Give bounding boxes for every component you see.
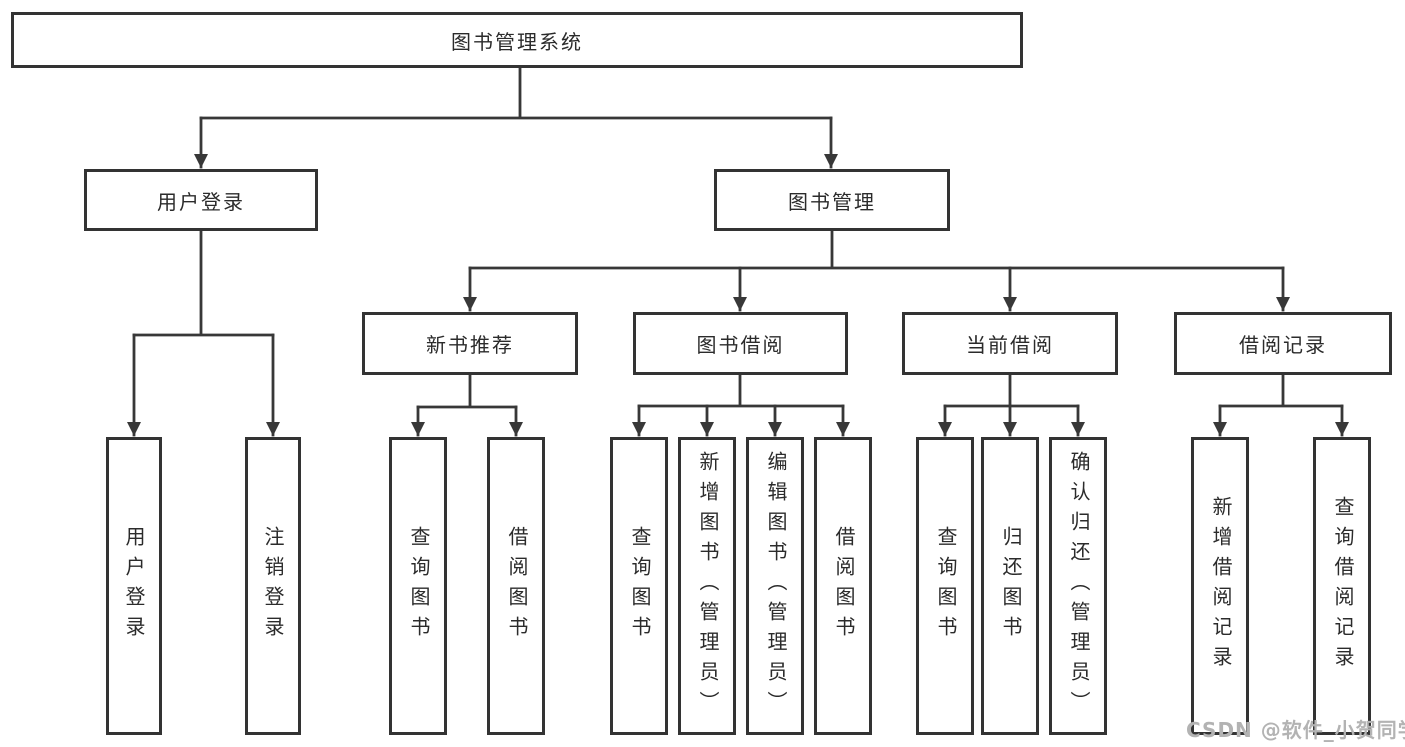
level3-rail (468, 229, 1285, 270)
leaf-bb-borrow-books: 借阅图书 (814, 437, 872, 735)
leaf-bb-edit-books-admin: 编辑图书（管理员） (746, 437, 804, 735)
level2-rail (199, 66, 833, 120)
new-book-rail (416, 373, 518, 409)
node-book-borrow: 图书借阅 (633, 312, 848, 375)
current-borrow-rail (943, 373, 1080, 408)
node-new-book-recommend: 新书推荐 (362, 312, 578, 375)
borrow-record-rail (1218, 373, 1344, 408)
leaf-nb-borrow-books: 借阅图书 (487, 437, 545, 735)
leaf-user-login: 用户登录 (106, 437, 162, 735)
leaf-logout: 注销登录 (245, 437, 301, 735)
csdn-watermark: CSDN @软件_小贺同学 (1186, 718, 1405, 742)
leaf-cb-query-books: 查询图书 (916, 437, 974, 735)
leaf-br-add-record: 新增借阅记录 (1191, 437, 1249, 735)
leaf-br-query-record: 查询借阅记录 (1313, 437, 1371, 735)
leaf-bb-query-books: 查询图书 (610, 437, 668, 735)
leaf-nb-query-books: 查询图书 (389, 437, 447, 735)
node-current-borrow: 当前借阅 (902, 312, 1118, 375)
user-login-rail (132, 229, 275, 337)
leaf-cb-confirm-return-admin: 确认归还（管理员） (1049, 437, 1107, 735)
book-borrow-rail (637, 373, 845, 408)
leaf-bb-add-books-admin: 新增图书（管理员） (678, 437, 736, 735)
node-user-login: 用户登录 (84, 169, 318, 231)
node-root-system: 图书管理系统 (11, 12, 1023, 68)
node-book-management: 图书管理 (714, 169, 950, 231)
node-borrow-records: 借阅记录 (1174, 312, 1392, 375)
leaf-cb-return-books: 归还图书 (981, 437, 1039, 735)
